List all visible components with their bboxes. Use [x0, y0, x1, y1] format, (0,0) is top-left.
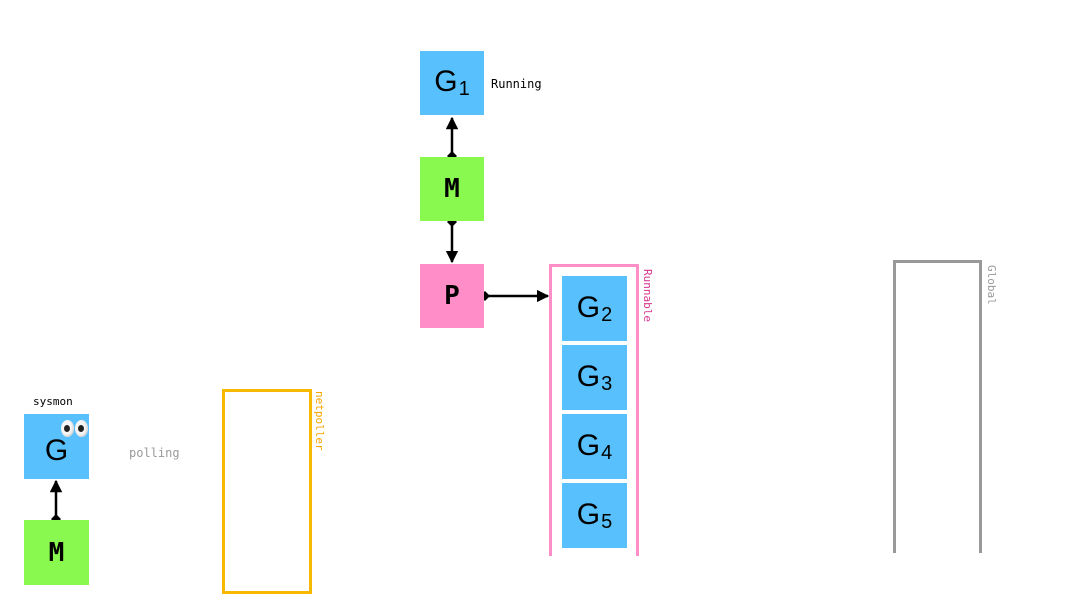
- sysmon-goroutine: G: [24, 414, 89, 479]
- netpoller-frame: [222, 389, 312, 594]
- eyes-icon: [61, 420, 88, 437]
- goroutine-label: G5: [576, 497, 613, 533]
- machine-label: M: [48, 537, 65, 568]
- polling-label: polling: [129, 446, 180, 460]
- sysmon-title: sysmon: [33, 395, 73, 408]
- runnable-goroutine-g2: G2: [562, 276, 627, 341]
- goroutine-label: G3: [576, 359, 613, 395]
- local-runnable-queue: [549, 264, 639, 556]
- machine-m: M: [420, 157, 484, 221]
- netpoller-label: netpoller: [313, 391, 326, 451]
- goroutine-label: G2: [576, 290, 613, 326]
- goroutine-label: G4: [576, 428, 613, 464]
- machine-label: M: [444, 174, 460, 204]
- goroutine-label: G: [44, 433, 69, 467]
- global-queue-label: Global: [985, 265, 998, 305]
- global-runnable-queue: [893, 260, 982, 553]
- running-goroutine-g1: G1: [420, 51, 484, 115]
- processor-label: P: [444, 281, 460, 311]
- processor-p: P: [420, 264, 484, 328]
- running-state-label: Running: [491, 77, 542, 91]
- runnable-goroutine-g4: G4: [562, 414, 627, 479]
- goroutine-label: G1: [434, 65, 470, 100]
- runnable-queue-label: Runnable: [641, 269, 654, 322]
- runnable-goroutine-g3: G3: [562, 345, 627, 410]
- runnable-goroutine-g5: G5: [562, 483, 627, 548]
- sysmon-machine: M: [24, 520, 89, 585]
